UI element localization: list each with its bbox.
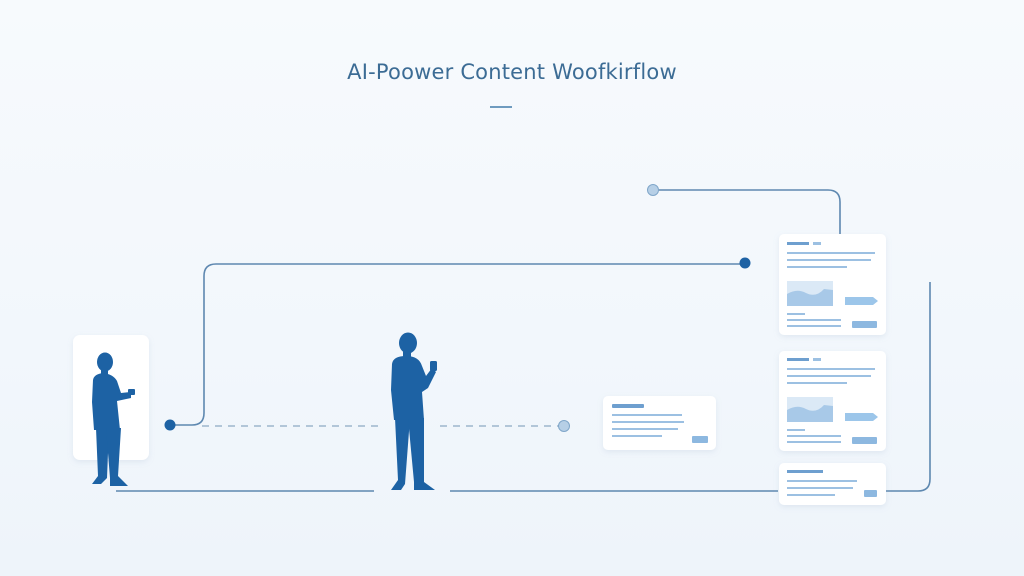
card-line (787, 325, 841, 327)
card-line (787, 375, 871, 377)
card-line (813, 358, 821, 361)
connectors (116, 189, 931, 492)
card-line (612, 435, 662, 437)
person-holding-phone-icon-middle (391, 332, 437, 490)
card-line (787, 429, 805, 431)
content-card-2 (779, 351, 886, 451)
card-line (787, 435, 841, 437)
card-line (787, 487, 853, 489)
node-top (647, 184, 659, 196)
content-card-1 (779, 234, 886, 335)
card-line (787, 382, 847, 384)
node-right (739, 257, 751, 269)
card-line (787, 266, 847, 268)
card-line (612, 414, 682, 416)
content-card-3 (779, 463, 886, 505)
card-line (787, 242, 809, 245)
card-line (787, 470, 823, 473)
card-button (852, 437, 877, 444)
card-line (787, 313, 805, 315)
page-title: AI-Poower Content Woofkirflow (347, 60, 677, 84)
card-line (787, 480, 857, 482)
card-button (864, 490, 877, 497)
right-arrow-icon (845, 413, 878, 421)
right-arrow-icon (845, 297, 878, 305)
title-underline (490, 106, 512, 108)
card-line (787, 368, 875, 370)
card-line (787, 252, 875, 254)
card-line (813, 242, 821, 245)
card-line (612, 421, 684, 423)
document-card-middle (603, 396, 716, 450)
area-chart-icon (787, 281, 833, 306)
card-line (787, 494, 835, 496)
node-middle (558, 420, 570, 432)
connector-main-loop (170, 263, 744, 426)
card-line (787, 441, 841, 443)
card-line (612, 428, 678, 430)
card-line (787, 319, 841, 321)
card-line (787, 259, 871, 261)
node-left (164, 419, 176, 431)
connector-right-return (886, 282, 931, 492)
connector-top-branch (653, 189, 841, 234)
card-button (692, 436, 708, 443)
card-button (852, 321, 877, 328)
person-holding-phone-icon (92, 352, 135, 486)
card-line (787, 358, 809, 361)
area-chart-icon (787, 397, 833, 422)
card-line (612, 404, 644, 408)
